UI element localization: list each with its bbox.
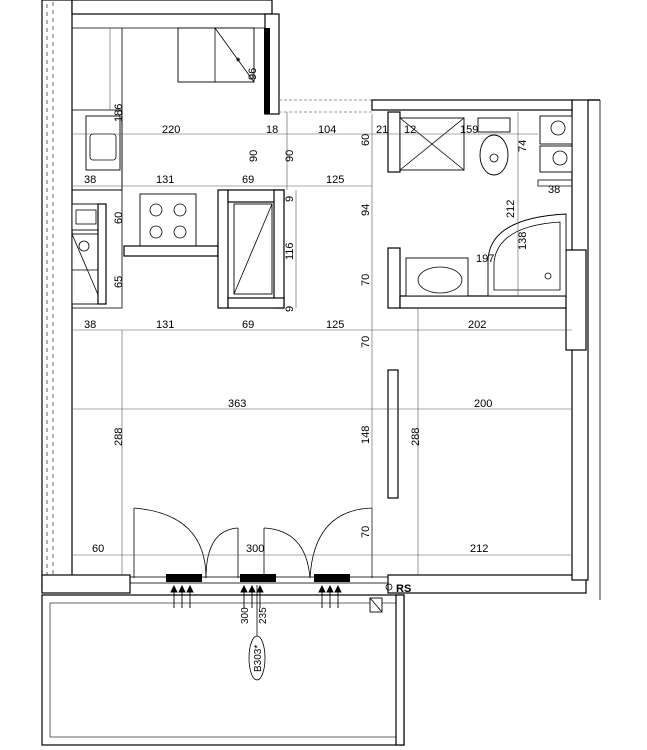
svg-text:90: 90	[248, 150, 260, 162]
bathroom-sink	[405, 257, 469, 297]
svg-text:212: 212	[505, 200, 517, 218]
svg-text:131: 131	[156, 174, 174, 186]
toilet	[477, 117, 511, 176]
svg-text:363: 363	[228, 398, 246, 410]
svg-text:96: 96	[247, 68, 259, 80]
svg-text:38: 38	[84, 174, 96, 186]
note-star: *	[236, 56, 241, 68]
svg-text:38: 38	[84, 319, 96, 331]
svg-text:60: 60	[360, 134, 372, 146]
svg-text:197: 197	[476, 253, 494, 265]
rs-marker	[385, 583, 393, 591]
svg-text:12: 12	[404, 124, 416, 136]
svg-text:288: 288	[410, 428, 422, 446]
svg-text:104: 104	[318, 124, 336, 136]
svg-text:94: 94	[360, 204, 372, 216]
svg-text:125: 125	[326, 174, 344, 186]
kitchen-tall-cabinet	[177, 27, 255, 83]
svg-text:300: 300	[240, 607, 251, 624]
radiator-2	[240, 574, 276, 582]
svg-text:74: 74	[517, 140, 529, 152]
svg-text:288: 288	[113, 428, 125, 446]
balcony	[41, 594, 405, 746]
shower-tray	[399, 117, 465, 171]
svg-text:116: 116	[284, 242, 296, 260]
svg-text:21: 21	[376, 124, 388, 136]
svg-text:65: 65	[113, 276, 125, 288]
bathroom-walls	[371, 99, 587, 351]
wardrobe-partition	[387, 369, 399, 499]
radiator-3	[314, 574, 350, 582]
svg-text:18: 18	[266, 124, 278, 136]
svg-text:70: 70	[360, 274, 372, 286]
svg-text:B303*: B303*	[253, 645, 264, 672]
radiator-1	[166, 574, 202, 582]
svg-text:186: 186	[113, 104, 125, 122]
svg-text:60: 60	[92, 543, 104, 555]
svg-text:69: 69	[242, 174, 254, 186]
small-sink	[539, 115, 573, 173]
svg-text:235: 235	[258, 607, 269, 624]
rs-label: RS	[396, 583, 411, 595]
kitchen-partition	[71, 189, 123, 309]
cooktop	[139, 193, 197, 247]
left-exterior-wall	[41, 0, 73, 591]
svg-text:131: 131	[156, 319, 174, 331]
svg-text:148: 148	[360, 426, 372, 444]
upper-room-wall	[71, 0, 273, 15]
kitchen-island	[123, 189, 285, 309]
svg-text:300: 300	[246, 543, 264, 555]
svg-text:202: 202	[468, 319, 486, 331]
svg-text:90: 90	[284, 150, 296, 162]
svg-text:70: 70	[360, 526, 372, 538]
svg-text:70: 70	[360, 336, 372, 348]
svg-text:220: 220	[162, 124, 180, 136]
svg-text:69: 69	[242, 319, 254, 331]
balcony-tag: B303* 300 235	[240, 585, 269, 681]
svg-text:159: 159	[460, 124, 478, 136]
svg-text:9: 9	[284, 196, 296, 202]
dimension-labels: 220 18 104 21 12 159 38 131 69 125 38 13…	[84, 68, 560, 555]
svg-text:60: 60	[113, 212, 125, 224]
svg-text:38: 38	[548, 184, 560, 196]
svg-text:9: 9	[284, 306, 296, 312]
airflow-arrows	[170, 584, 342, 608]
corner-bathtub	[487, 213, 567, 297]
svg-text:138: 138	[517, 232, 529, 250]
svg-text:212: 212	[470, 543, 488, 555]
dimension-lines	[72, 28, 572, 575]
svg-text:125: 125	[326, 319, 344, 331]
svg-text:200: 200	[474, 398, 492, 410]
